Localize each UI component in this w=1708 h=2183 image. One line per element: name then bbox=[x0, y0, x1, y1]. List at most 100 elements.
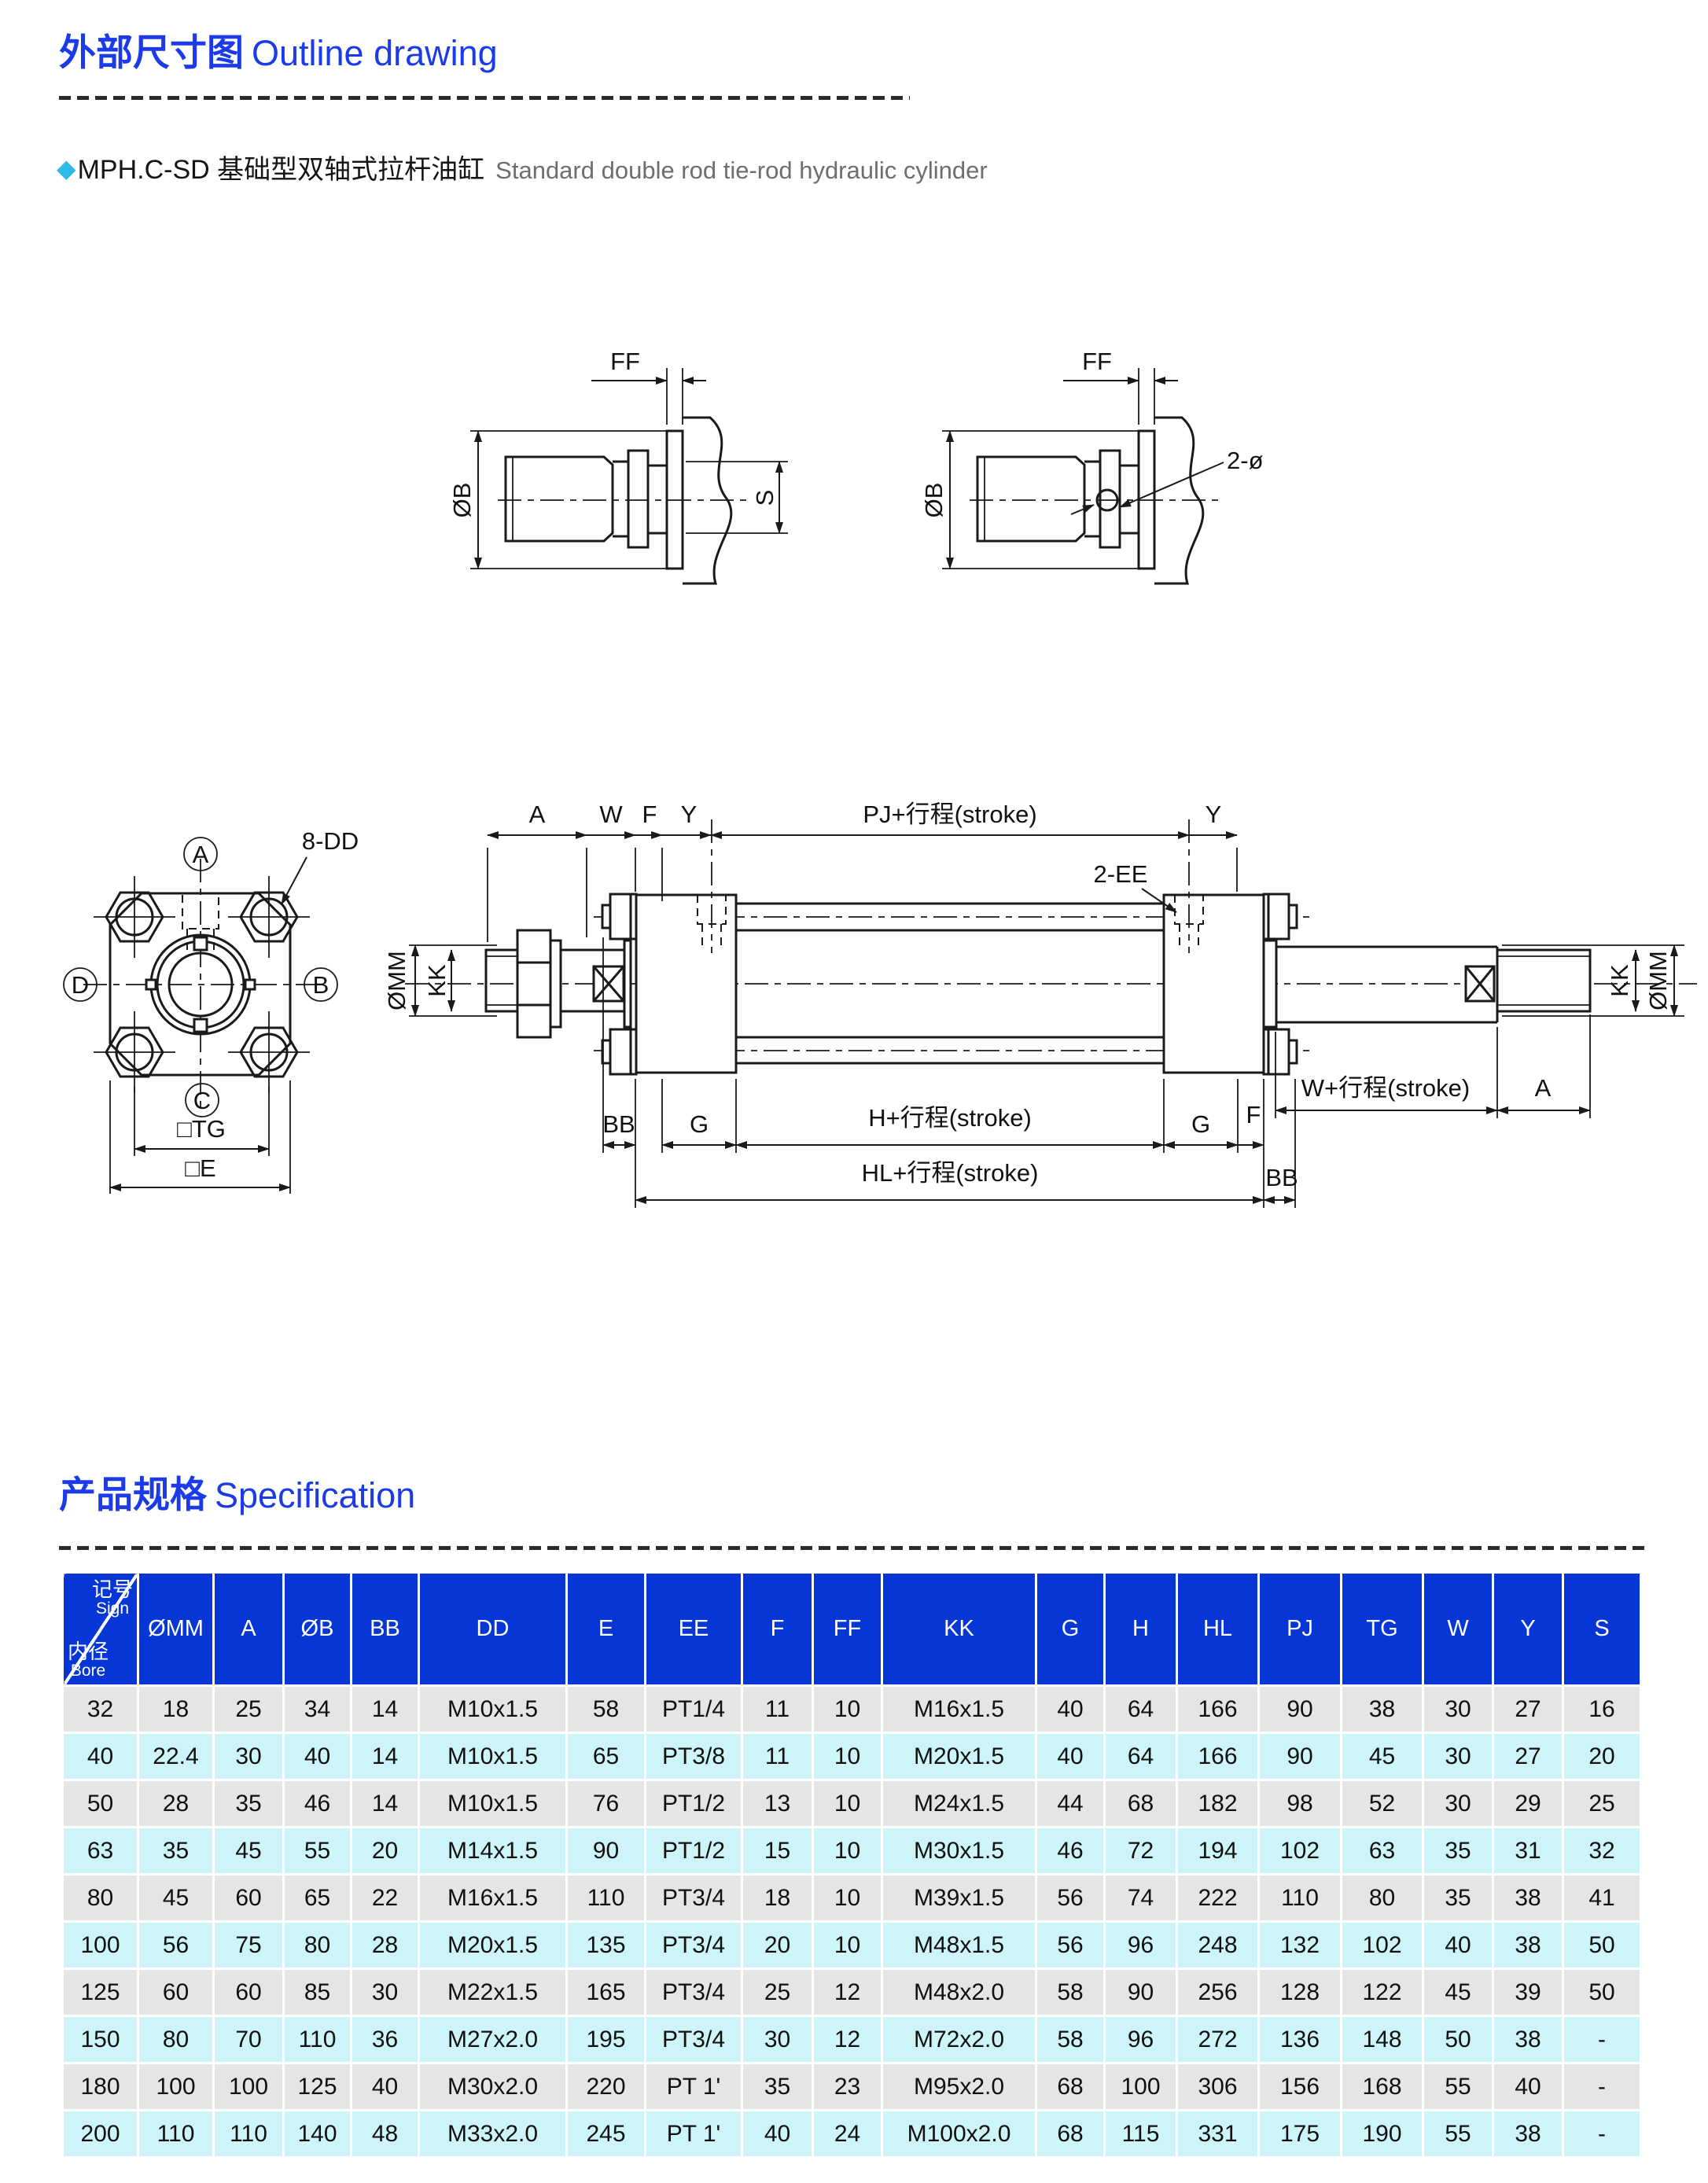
table-cell: 125 bbox=[282, 2062, 352, 2111]
cylinder-side-view: ØMM KK bbox=[383, 801, 1697, 1208]
table-cell: - bbox=[1562, 2015, 1642, 2064]
table-cell: 31 bbox=[1492, 1826, 1564, 1876]
table-cell: PT 1' bbox=[644, 2062, 743, 2111]
table-cell: 20 bbox=[1562, 1732, 1642, 1781]
table-cell: 28 bbox=[137, 1779, 215, 1828]
table-cell: 10 bbox=[812, 1779, 883, 1828]
corner-header-cell: 记号 Sign 内径 Bore bbox=[61, 1571, 139, 1687]
table-cell: 102 bbox=[1340, 1920, 1424, 1970]
table-cell: 110 bbox=[282, 2015, 352, 2064]
table-cell: 30 bbox=[741, 2015, 814, 2064]
table-cell: M14x1.5 bbox=[418, 1826, 568, 1876]
product-name-zh: MPH.C-SD 基础型双轴式拉杆油缸 bbox=[77, 155, 485, 185]
dim-label-pj-stroke: PJ+行程(stroke) bbox=[863, 801, 1036, 828]
table-cell: M24x1.5 bbox=[881, 1779, 1037, 1828]
dim-label-s: S bbox=[751, 490, 779, 506]
table-cell: 12 bbox=[812, 1968, 883, 2017]
table-cell: 35 bbox=[741, 2062, 814, 2111]
table-cell: 30 bbox=[1422, 1779, 1494, 1828]
bore-zh: 内径 bbox=[68, 1640, 109, 1664]
table-cell: 110 bbox=[137, 2109, 215, 2159]
dim-label-2-hole: 2-ø bbox=[1227, 447, 1264, 474]
table-cell: 22 bbox=[350, 1873, 420, 1923]
table-cell: 13 bbox=[741, 1779, 814, 1828]
column-header: PJ bbox=[1257, 1571, 1342, 1687]
outline-drawing-figure: ØB S FF ØB bbox=[63, 348, 1697, 1208]
table-cell: 110 bbox=[212, 2109, 285, 2159]
table-cell: 245 bbox=[565, 2109, 646, 2159]
table-cell: 60 bbox=[212, 1968, 285, 2017]
bore-en: Bore bbox=[70, 1661, 106, 1680]
table-cell: 52 bbox=[1340, 1779, 1424, 1828]
bore-cell: 50 bbox=[61, 1779, 139, 1828]
dim-label-a-right: A bbox=[1535, 1074, 1552, 1102]
table-cell: 40 bbox=[350, 2062, 420, 2111]
table-cell: 40 bbox=[1035, 1684, 1106, 1734]
table-cell: 38 bbox=[1492, 2109, 1564, 2159]
bore-cell: 150 bbox=[61, 2015, 139, 2064]
table-cell: 50 bbox=[1562, 1968, 1642, 2017]
table-cell: 80 bbox=[282, 1920, 352, 1970]
product-name-en: Standard double rod tie-rod hydraulic cy… bbox=[495, 156, 988, 184]
table-cell: M30x2.0 bbox=[418, 2062, 568, 2111]
column-header: G bbox=[1035, 1571, 1106, 1687]
table-cell: PT1/2 bbox=[644, 1826, 743, 1876]
table-cell: 148 bbox=[1340, 2015, 1424, 2064]
column-header: KK bbox=[881, 1571, 1037, 1687]
table-cell: M16x1.5 bbox=[418, 1873, 568, 1923]
table-cell: 168 bbox=[1340, 2062, 1424, 2111]
table-cell: 56 bbox=[1035, 1920, 1106, 1970]
table-cell: 132 bbox=[1257, 1920, 1342, 1970]
spec-title-en: Specification bbox=[215, 1475, 416, 1515]
table-cell: 35 bbox=[212, 1779, 285, 1828]
dim-label-ff-right: FF bbox=[1082, 348, 1112, 375]
table-cell: 248 bbox=[1176, 1920, 1260, 1970]
table-cell: 75 bbox=[212, 1920, 285, 1970]
spec-title-zh: 产品规格 bbox=[59, 1474, 207, 1515]
column-header: DD bbox=[418, 1571, 568, 1687]
table-cell: 110 bbox=[1257, 1873, 1342, 1923]
table-cell: 34 bbox=[282, 1684, 352, 1734]
table-cell: 68 bbox=[1035, 2109, 1106, 2159]
table-cell: 35 bbox=[1422, 1826, 1494, 1876]
table-cell: 11 bbox=[741, 1732, 814, 1781]
table-cell: 64 bbox=[1103, 1684, 1178, 1734]
dim-label-omm-right: ØMM bbox=[1644, 951, 1672, 1011]
dim-label-f-top: F bbox=[642, 801, 657, 828]
table-cell: M20x1.5 bbox=[418, 1920, 568, 1970]
view-label-d: D bbox=[72, 971, 89, 999]
table-cell: 20 bbox=[350, 1826, 420, 1876]
table-cell: PT3/4 bbox=[644, 1968, 743, 2017]
table-cell: 56 bbox=[1035, 1873, 1106, 1923]
table-cell: 10 bbox=[812, 1732, 883, 1781]
column-header: A bbox=[212, 1571, 285, 1687]
table-cell: 68 bbox=[1103, 1779, 1178, 1828]
table-cell: M20x1.5 bbox=[881, 1732, 1037, 1781]
dim-label-y-top: Y bbox=[681, 801, 698, 828]
table-cell: 166 bbox=[1176, 1684, 1260, 1734]
table-cell: M16x1.5 bbox=[881, 1684, 1037, 1734]
table-cell: 27 bbox=[1492, 1732, 1564, 1781]
table-cell: 14 bbox=[350, 1779, 420, 1828]
table-cell: 38 bbox=[1492, 1873, 1564, 1923]
dim-label-hl-stroke: HL+行程(stroke) bbox=[862, 1159, 1039, 1187]
table-cell: 96 bbox=[1103, 2015, 1178, 2064]
dim-label-g-left: G bbox=[690, 1110, 709, 1138]
outline-title-en: Outline drawing bbox=[252, 33, 498, 73]
table-cell: PT3/4 bbox=[644, 1920, 743, 1970]
rod-end-detail-left: ØB S FF bbox=[448, 348, 788, 585]
table-cell: M48x1.5 bbox=[881, 1920, 1037, 1970]
table-cell: 58 bbox=[1035, 2015, 1106, 2064]
table-cell: 15 bbox=[741, 1826, 814, 1876]
table-cell: 182 bbox=[1176, 1779, 1260, 1828]
dim-label-bb-right: BB bbox=[1265, 1164, 1298, 1191]
table-cell: 115 bbox=[1103, 2109, 1178, 2159]
table-cell: 29 bbox=[1492, 1779, 1564, 1828]
table-cell: M10x1.5 bbox=[418, 1732, 568, 1781]
table-cell: 50 bbox=[1562, 1920, 1642, 1970]
table-cell: 40 bbox=[1422, 1920, 1494, 1970]
bore-cell: 40 bbox=[61, 1732, 139, 1781]
table-cell: 60 bbox=[137, 1968, 215, 2017]
